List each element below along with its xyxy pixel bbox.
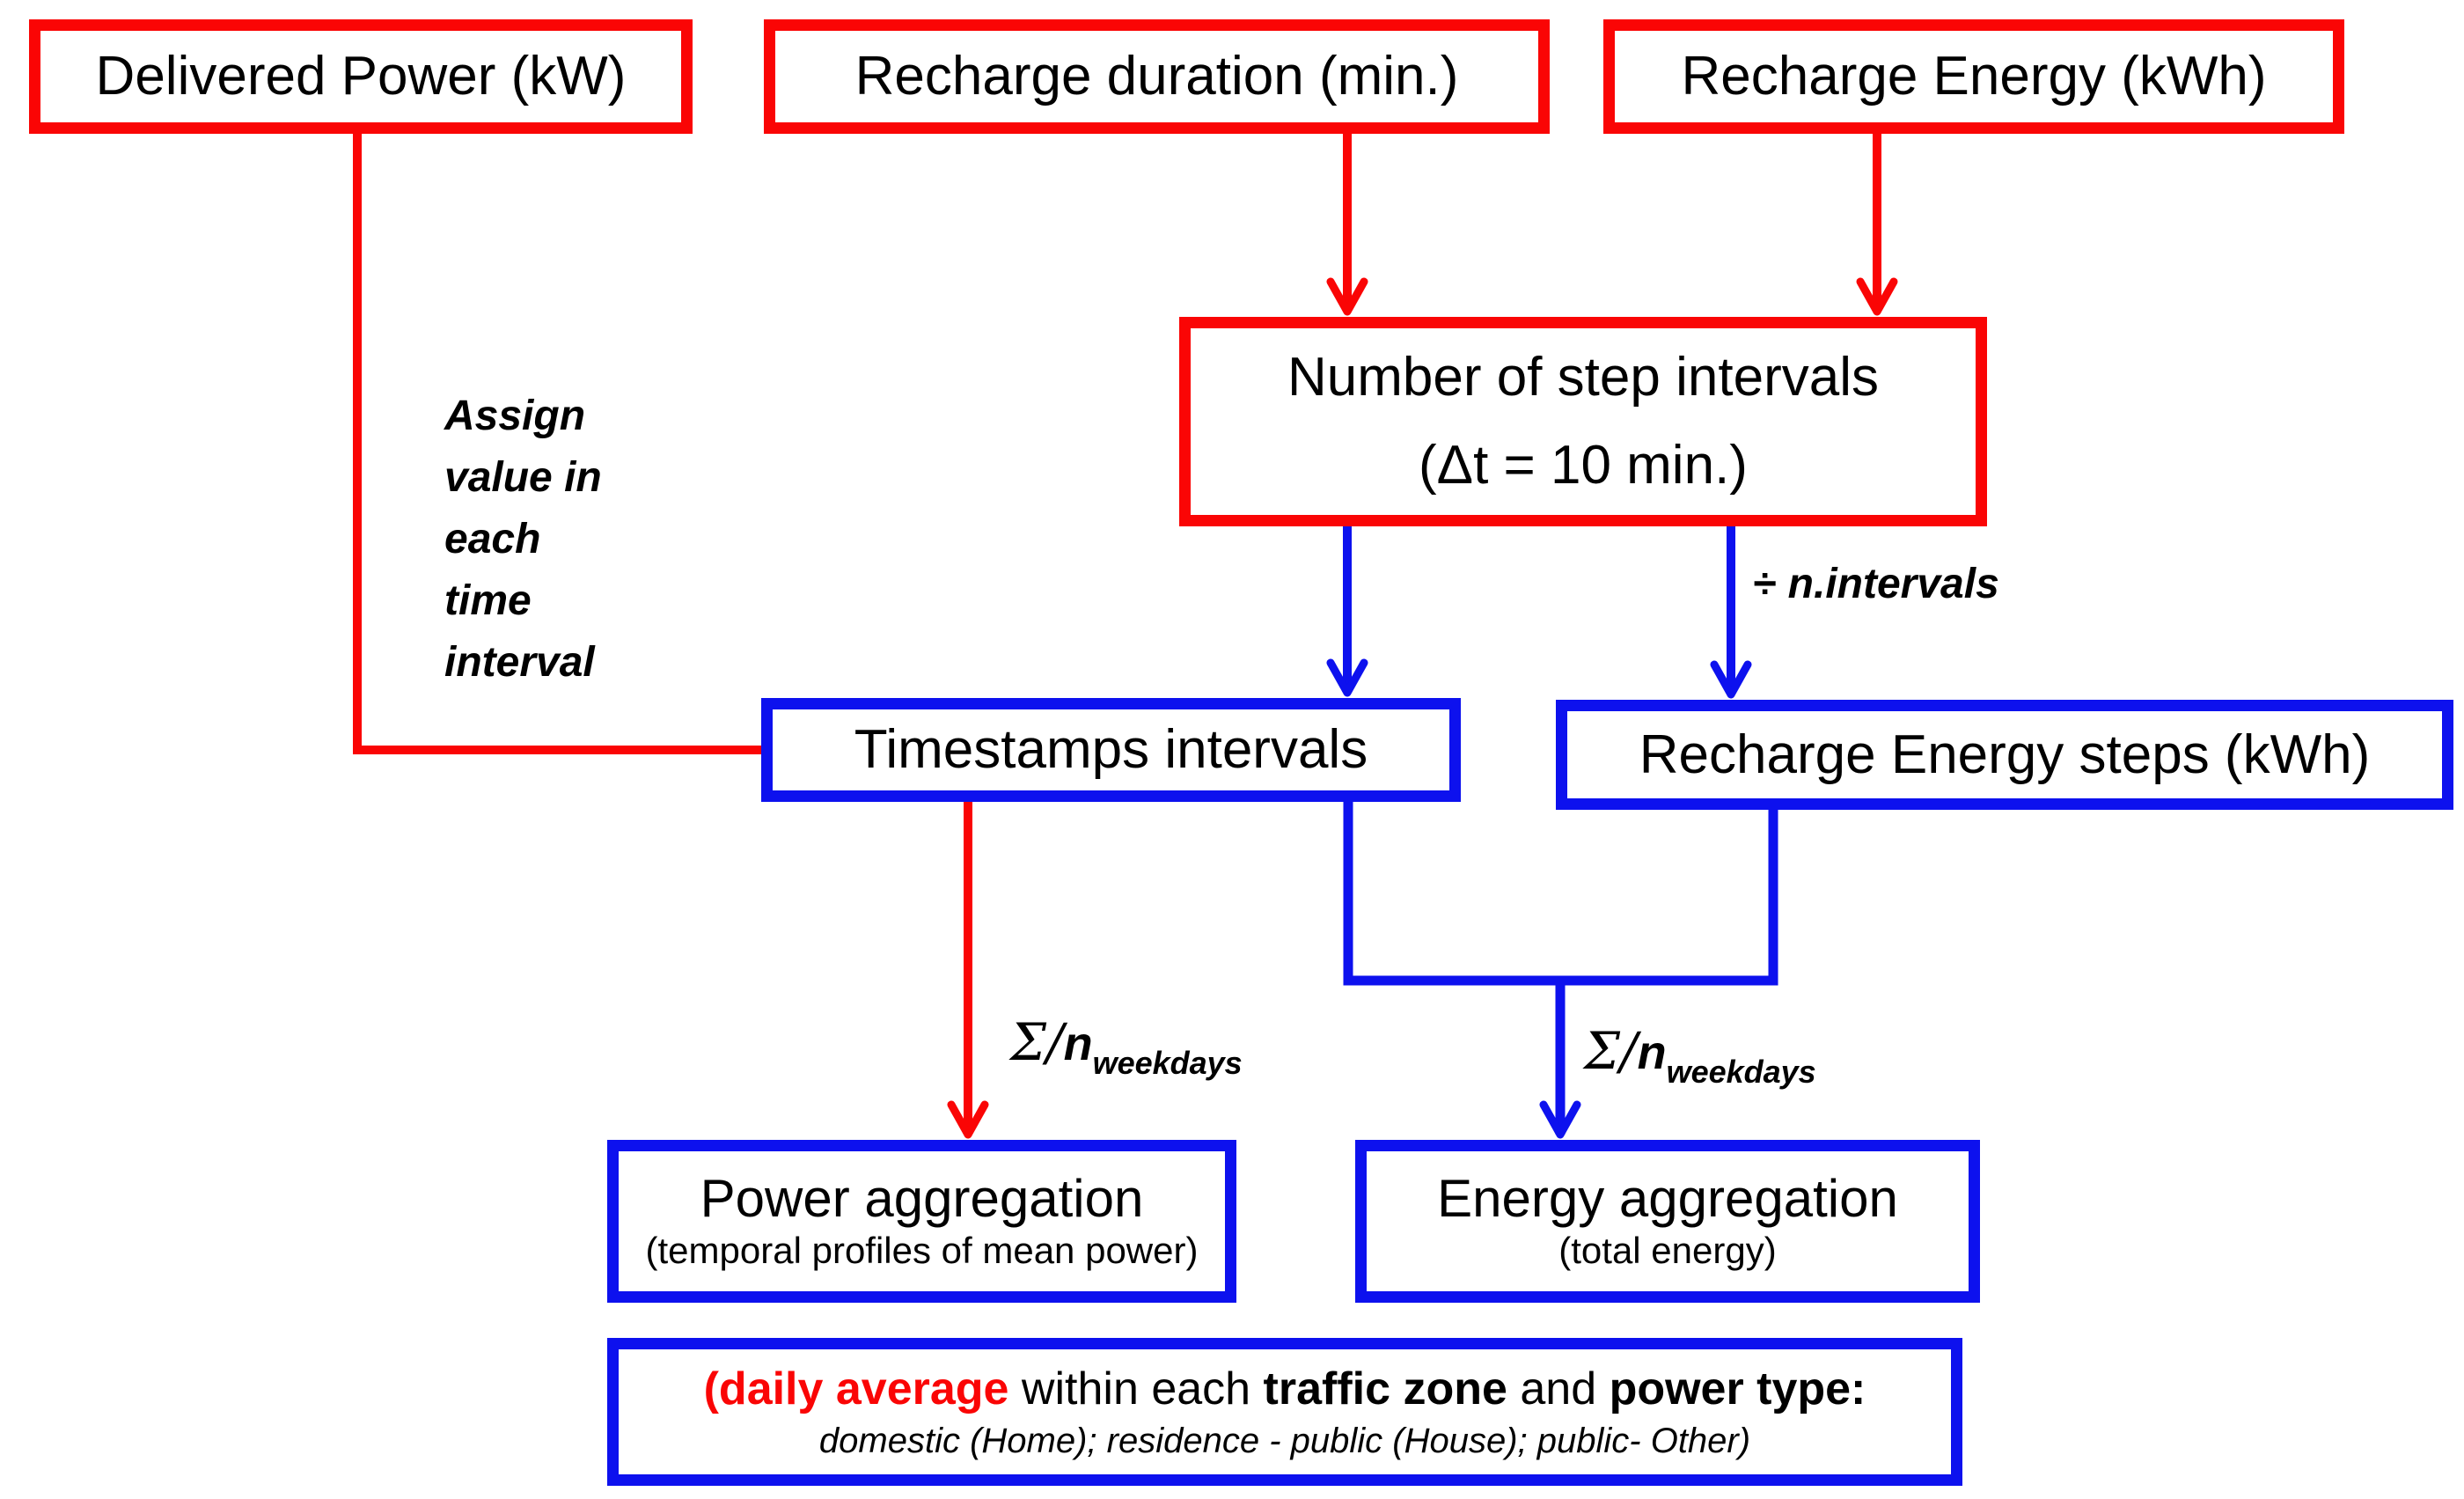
box-footer-note: (daily average within each traffic zone … xyxy=(607,1338,1962,1486)
footer-note-line1: (daily average within each traffic zone … xyxy=(704,1361,1866,1418)
edge-label-sigma-power: Σ/nweekdays xyxy=(1010,1012,1243,1082)
sigma-n: n xyxy=(1063,1018,1093,1070)
box-timestamps-intervals: Timestamps intervals xyxy=(761,698,1461,802)
box-delivered-power-label: Delivered Power (kW) xyxy=(95,46,627,107)
box-recharge-duration: Recharge duration (min.) xyxy=(764,19,1550,134)
connector-merge-u-shape xyxy=(1343,797,1778,986)
box-recharge-energy-steps: Recharge Energy steps (kWh) xyxy=(1556,700,2453,810)
box-power-aggregation-title: Power aggregation xyxy=(700,1169,1144,1229)
box-energy-aggregation-title: Energy aggregation xyxy=(1437,1169,1898,1229)
box-energy-aggregation-subtitle: (total energy) xyxy=(1558,1230,1777,1272)
sigma-subscript-weekdays: weekdays xyxy=(1092,1045,1243,1081)
connector-power-to-timestamps xyxy=(353,132,770,754)
sigma-subscript-weekdays: weekdays xyxy=(1666,1054,1816,1090)
edge-label-assign-value: Assign value in each time interval xyxy=(444,393,602,686)
box-recharge-duration-label: Recharge duration (min.) xyxy=(854,46,1459,107)
footer-power-type: power type: xyxy=(1609,1363,1866,1414)
box-energy-aggregation: Energy aggregation (total energy) xyxy=(1355,1140,1980,1303)
box-step-intervals-line1: Number of step intervals xyxy=(1287,346,1879,408)
footer-text-2: and xyxy=(1507,1363,1610,1414)
box-timestamps-intervals-label: Timestamps intervals xyxy=(854,719,1368,781)
box-power-aggregation-subtitle: (temporal profiles of mean power) xyxy=(645,1230,1199,1272)
sigma-symbol: Σ/ xyxy=(1010,1012,1064,1072)
footer-note-line2: domestic (Home); residence - public (Hou… xyxy=(818,1421,1751,1460)
box-delivered-power: Delivered Power (kW) xyxy=(29,19,693,134)
box-step-intervals: Number of step intervals (Δt = 10 min.) xyxy=(1179,317,1987,526)
box-recharge-energy: Recharge Energy (kWh) xyxy=(1603,19,2344,134)
footer-text-1: within each xyxy=(1008,1363,1264,1414)
edge-label-sigma-energy: Σ/nweekdays xyxy=(1584,1021,1816,1091)
box-recharge-energy-label: Recharge Energy (kWh) xyxy=(1681,46,2267,107)
box-power-aggregation: Power aggregation (temporal profiles of … xyxy=(607,1140,1236,1303)
box-step-intervals-line2: (Δt = 10 min.) xyxy=(1419,435,1748,496)
sigma-symbol: Σ/ xyxy=(1584,1021,1638,1081)
footer-traffic-zone: traffic zone xyxy=(1263,1363,1507,1414)
footer-daily-average: (daily average xyxy=(703,1363,1009,1414)
sigma-n: n xyxy=(1637,1026,1667,1079)
edge-label-divide-intervals: ÷ n.intervals xyxy=(1753,561,1999,607)
box-recharge-energy-steps-label: Recharge Energy steps (kWh) xyxy=(1639,724,2371,785)
